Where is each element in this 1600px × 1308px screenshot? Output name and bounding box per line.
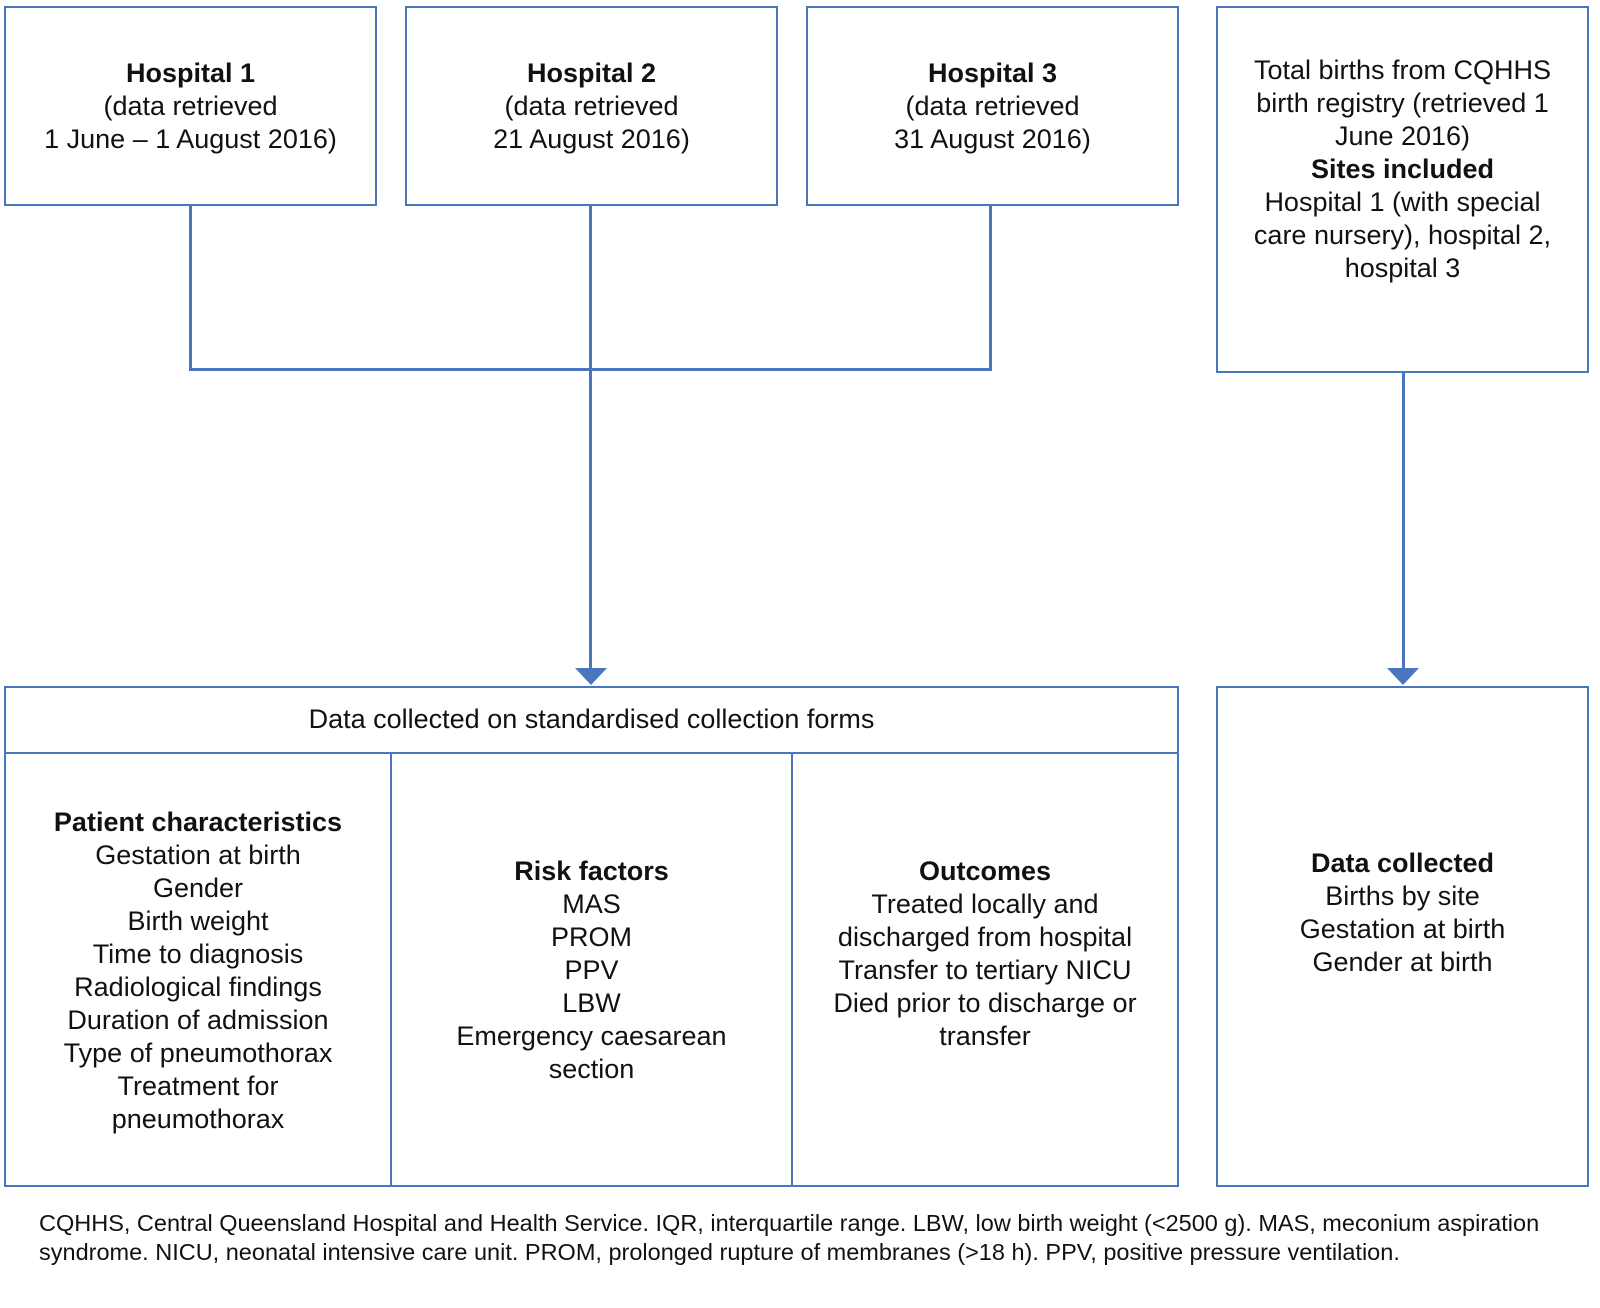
- box-text: (data retrieved: [905, 90, 1080, 121]
- box-text: 1 June – 1 August 2016): [44, 123, 337, 154]
- box-text: hospital 3: [1344, 253, 1461, 283]
- box-title: Hospital 1: [125, 57, 256, 88]
- divider: [791, 754, 793, 1187]
- box-text: 21 August 2016): [493, 123, 690, 154]
- list-item: LBW: [562, 988, 621, 1018]
- connector-line: [1402, 373, 1405, 669]
- collection-forms-header: Data collected on standardised collectio…: [4, 686, 1179, 754]
- box-title: Hospital 3: [927, 57, 1058, 88]
- registry-box: Total births from CQHHS birth registry (…: [1216, 6, 1589, 373]
- hospital-3-box: Hospital 3 (data retrieved 31 August 201…: [806, 6, 1179, 206]
- list-item: Gestation at birth: [1299, 913, 1506, 944]
- hospital-1-box: Hospital 1 (data retrieved 1 June – 1 Au…: [4, 6, 377, 206]
- list-item: PROM: [551, 922, 632, 952]
- arrow-head-icon: [1387, 668, 1419, 685]
- list-item: Emergency caesarean: [456, 1021, 727, 1051]
- list-item: Died prior to discharge or: [833, 987, 1137, 1018]
- column-title: Patient characteristics: [53, 806, 343, 837]
- outcomes-column: Outcomes Treated locally and discharged …: [793, 754, 1177, 1187]
- box-subtitle: Sites included: [1310, 154, 1495, 184]
- arrow-head-icon: [575, 668, 607, 685]
- connector-line: [989, 206, 992, 371]
- box-text: care nursery), hospital 2,: [1253, 220, 1552, 250]
- box-text: 31 August 2016): [894, 123, 1091, 154]
- connector-line: [589, 206, 592, 669]
- list-item: Gestation at birth: [95, 839, 301, 870]
- patient-characteristics-column: Patient characteristics Gestation at bir…: [6, 754, 390, 1187]
- list-item: PPV: [564, 955, 619, 985]
- list-item: Treated locally and: [871, 888, 1099, 919]
- list-item: transfer: [939, 1020, 1031, 1051]
- list-item: Gender at birth: [1312, 946, 1493, 977]
- box-title: Hospital 2: [526, 57, 657, 88]
- list-item: Radiological findings: [74, 971, 322, 1002]
- column-title: Outcomes: [918, 855, 1052, 886]
- footnote: CQHHS, Central Queensland Hospital and H…: [39, 1210, 1540, 1265]
- box-text: (data retrieved: [103, 90, 278, 121]
- list-item: section: [548, 1054, 635, 1084]
- box-text: June 2016): [1334, 121, 1471, 151]
- list-item: pneumothorax: [111, 1103, 285, 1134]
- box-text: Hospital 1 (with special: [1264, 187, 1541, 217]
- list-item: Gender: [152, 872, 244, 903]
- connector-line: [189, 368, 992, 371]
- box-text: birth registry (retrieved 1: [1256, 88, 1549, 118]
- list-item: Duration of admission: [67, 1004, 329, 1035]
- list-item: discharged from hospital: [837, 921, 1133, 952]
- connector-line: [189, 206, 192, 371]
- list-item: Treatment for: [117, 1070, 279, 1101]
- box-text: (data retrieved: [504, 90, 679, 121]
- risk-factors-column: Risk factors MAS PROM PPV LBW Emergency …: [392, 754, 791, 1187]
- box-text: Total births from CQHHS: [1253, 55, 1552, 85]
- box-title: Data collected: [1310, 847, 1495, 878]
- hospital-2-box: Hospital 2 (data retrieved 21 August 201…: [405, 6, 778, 206]
- column-title: Risk factors: [514, 856, 669, 886]
- list-item: Time to diagnosis: [92, 938, 304, 969]
- list-item: MAS: [562, 889, 621, 919]
- collection-forms-box: [4, 686, 1179, 1187]
- list-item: Birth weight: [127, 905, 269, 936]
- list-item: Transfer to tertiary NICU: [838, 954, 1132, 985]
- divider: [390, 754, 392, 1187]
- registry-data-box: Data collected Births by site Gestation …: [1216, 686, 1589, 1187]
- list-item: Births by site: [1325, 880, 1480, 911]
- list-item: Type of pneumothorax: [63, 1037, 333, 1068]
